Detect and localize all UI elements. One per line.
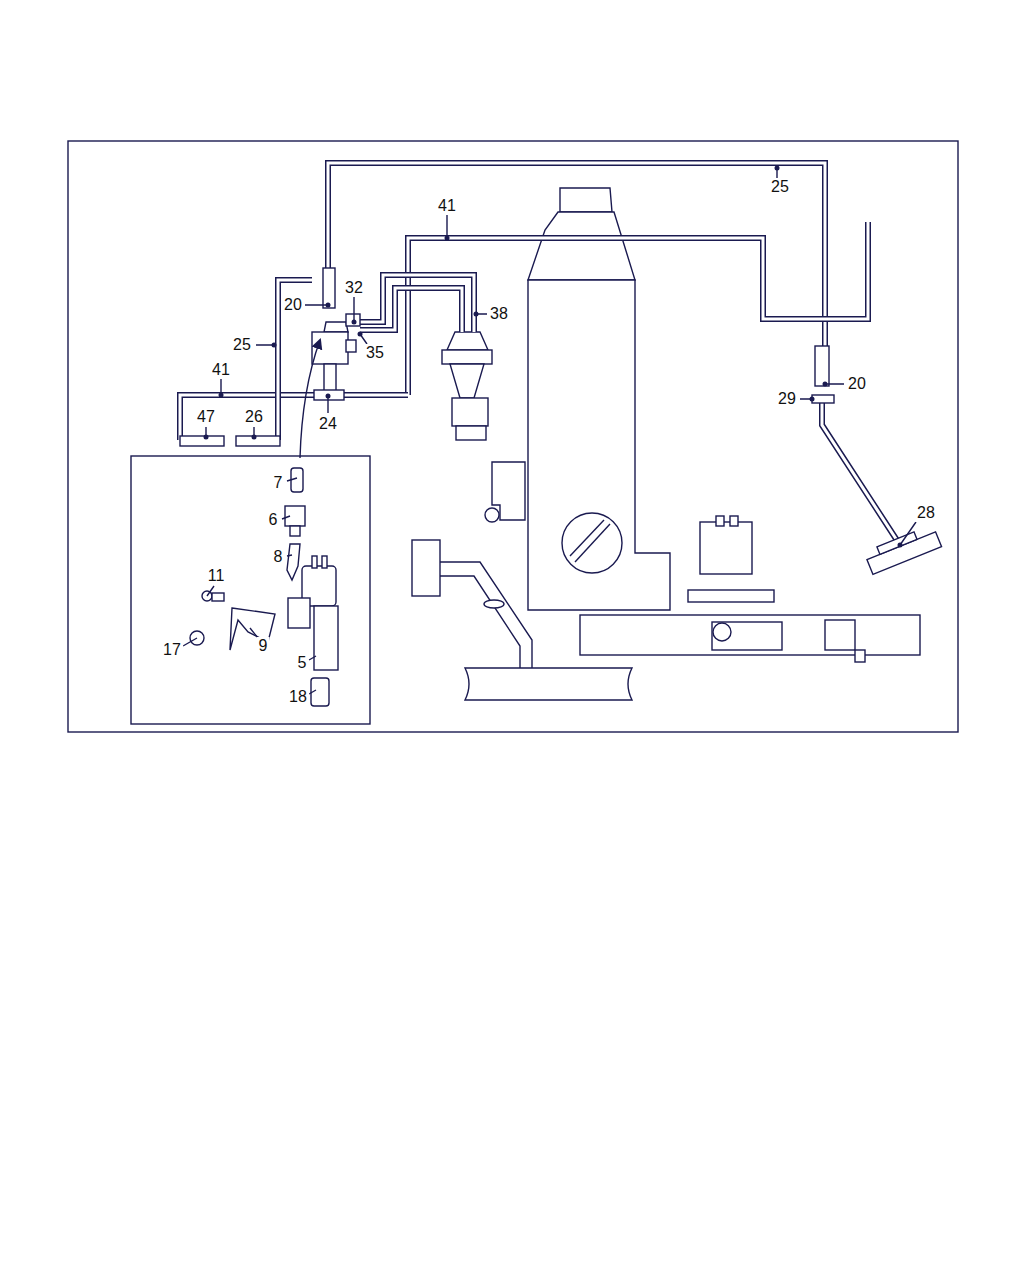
callout-number: 32 (343, 279, 365, 297)
egr-valve (442, 332, 492, 440)
callout-number: 35 (364, 344, 386, 362)
callout-number: 5 (296, 654, 309, 672)
callout-number: 18 (287, 688, 309, 706)
callout-number: 20 (282, 296, 304, 314)
callout-number: 9 (257, 637, 270, 655)
callout-number: 11 (206, 567, 227, 585)
callout-number: 26 (243, 408, 265, 426)
callout-number: 25 (769, 178, 791, 196)
callout-number: 17 (161, 641, 183, 659)
leader-lines (183, 166, 916, 695)
inset-pointer (300, 340, 320, 458)
callout-number: 41 (210, 361, 232, 379)
switchover-valve (180, 268, 942, 574)
callout-number: 24 (317, 415, 339, 433)
callout-number: 6 (267, 511, 280, 529)
callout-number: 41 (436, 197, 458, 215)
outer-frame (68, 141, 958, 732)
callout-number: 25 (231, 336, 253, 354)
callout-number: 47 (195, 408, 217, 426)
callout-number: 7 (272, 474, 285, 492)
callout-number: 29 (776, 390, 798, 408)
inset-frame (131, 456, 370, 724)
callout-number: 8 (272, 548, 285, 566)
engine (412, 188, 920, 700)
callout-number: 38 (488, 305, 510, 323)
inset-parts (190, 468, 338, 706)
callout-number: 28 (915, 504, 937, 522)
vacuum-lines (180, 163, 900, 545)
callout-number: 20 (846, 375, 868, 393)
